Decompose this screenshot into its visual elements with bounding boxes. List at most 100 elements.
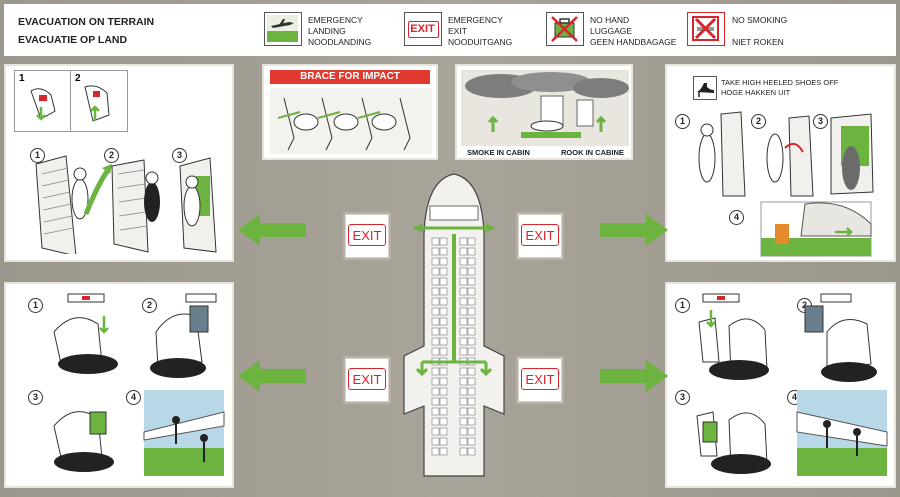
seat bbox=[431, 237, 440, 246]
seat bbox=[431, 437, 440, 446]
seat bbox=[467, 307, 476, 316]
header-bar: EVACUATION ON TERRAIN EVACUATIE OP LAND … bbox=[4, 4, 896, 56]
seat bbox=[467, 327, 476, 336]
seat bbox=[459, 397, 468, 406]
exit-sign-top-left: EXIT bbox=[345, 214, 389, 258]
seat bbox=[431, 377, 440, 386]
seat bbox=[467, 277, 476, 286]
seat bbox=[431, 347, 440, 356]
seat bbox=[439, 247, 448, 256]
seat bbox=[459, 257, 468, 266]
seat bbox=[431, 447, 440, 456]
seat bbox=[439, 447, 448, 456]
seat bbox=[431, 267, 440, 276]
no-luggage-icon bbox=[546, 12, 584, 46]
seat bbox=[459, 427, 468, 436]
seat bbox=[467, 397, 476, 406]
seat bbox=[459, 387, 468, 396]
seat bbox=[467, 427, 476, 436]
seat bbox=[439, 337, 448, 346]
seat bbox=[459, 347, 468, 356]
seat bbox=[439, 267, 448, 276]
seat bbox=[459, 327, 468, 336]
seat bbox=[439, 257, 448, 266]
seat bbox=[439, 327, 448, 336]
seat bbox=[431, 277, 440, 286]
seat bbox=[467, 377, 476, 386]
exit-sign-bottom-right: EXIT bbox=[518, 358, 562, 402]
panel-door-exit-right: TAKE HIGH HEELED SHOES OFF HOGE HAKKEN U… bbox=[665, 64, 896, 262]
emergency-landing-label-nl: NOODLANDING bbox=[308, 37, 372, 47]
window-exit-illustration bbox=[53, 293, 225, 476]
seat bbox=[467, 247, 476, 256]
seat bbox=[439, 307, 448, 316]
seat bbox=[431, 247, 440, 256]
seat bbox=[439, 347, 448, 356]
seat bbox=[467, 417, 476, 426]
seat bbox=[439, 377, 448, 386]
door-open-right-illustration bbox=[698, 111, 874, 257]
seat bbox=[439, 387, 448, 396]
seat bbox=[459, 247, 468, 256]
emergency-exit-label-nl: NOODUITGANG bbox=[448, 37, 513, 47]
title-english: EVACUATION ON TERRAIN bbox=[18, 16, 155, 28]
seat bbox=[431, 387, 440, 396]
seat bbox=[431, 317, 440, 326]
seat bbox=[467, 287, 476, 296]
seat bbox=[467, 257, 476, 266]
seat bbox=[459, 287, 468, 296]
seat bbox=[439, 417, 448, 426]
seat bbox=[467, 347, 476, 356]
exit-sign-bottom-left: EXIT bbox=[345, 358, 389, 402]
panel-door-exit-left: 1 2 1 2 3 bbox=[4, 64, 234, 262]
emergency-landing-label: EMERGENCY LANDING bbox=[308, 15, 363, 36]
no-smoking-label-nl: NIET ROKEN bbox=[732, 37, 784, 47]
smoke-cabin-illustration bbox=[461, 70, 629, 146]
brace-for-impact-label: BRACE FOR IMPACT bbox=[270, 70, 430, 84]
seat bbox=[467, 437, 476, 446]
seat bbox=[467, 447, 476, 456]
seat bbox=[439, 407, 448, 416]
seat bbox=[467, 367, 476, 376]
seat bbox=[459, 317, 468, 326]
panel-brace-for-impact: BRACE FOR IMPACT bbox=[262, 64, 438, 160]
seat bbox=[439, 367, 448, 376]
shoes-label: TAKE HIGH HEELED SHOES OFF bbox=[721, 78, 839, 87]
seat bbox=[431, 397, 440, 406]
seat bbox=[439, 297, 448, 306]
no-luggage-label-nl: GEEN HANDBAGAGE bbox=[590, 37, 677, 47]
seat bbox=[431, 307, 440, 316]
seat bbox=[459, 267, 468, 276]
seat bbox=[439, 437, 448, 446]
panel-smoke-in-cabin: SMOKE IN CABIN ROOK IN CABINE bbox=[455, 64, 633, 160]
arrow-left-bottom bbox=[238, 360, 306, 392]
door-open-illustration bbox=[35, 155, 217, 254]
smoke-label-nl: ROOK IN CABINE bbox=[561, 148, 624, 157]
seat bbox=[431, 287, 440, 296]
arrow-right-top bbox=[600, 214, 668, 246]
seat bbox=[439, 277, 448, 286]
seat bbox=[431, 297, 440, 306]
no-smoking-icon bbox=[687, 12, 725, 46]
seat bbox=[439, 427, 448, 436]
seat bbox=[467, 267, 476, 276]
seat bbox=[459, 277, 468, 286]
arrow-right-bottom bbox=[600, 360, 668, 392]
seat bbox=[431, 427, 440, 436]
seat bbox=[467, 407, 476, 416]
seat bbox=[459, 367, 468, 376]
no-smoking-label: NO SMOKING bbox=[732, 15, 788, 25]
seat bbox=[467, 237, 476, 246]
seat bbox=[439, 317, 448, 326]
seat bbox=[467, 297, 476, 306]
seat bbox=[467, 317, 476, 326]
high-heel-shoe-icon bbox=[693, 76, 717, 100]
title-dutch: EVACUATIE OP LAND bbox=[18, 34, 128, 46]
aircraft-seat-plan bbox=[403, 173, 505, 477]
seat bbox=[439, 287, 448, 296]
seat bbox=[431, 407, 440, 416]
seat bbox=[431, 257, 440, 266]
exit-sign-icon: EXIT bbox=[404, 12, 442, 46]
brace-position-illustration bbox=[270, 88, 432, 154]
